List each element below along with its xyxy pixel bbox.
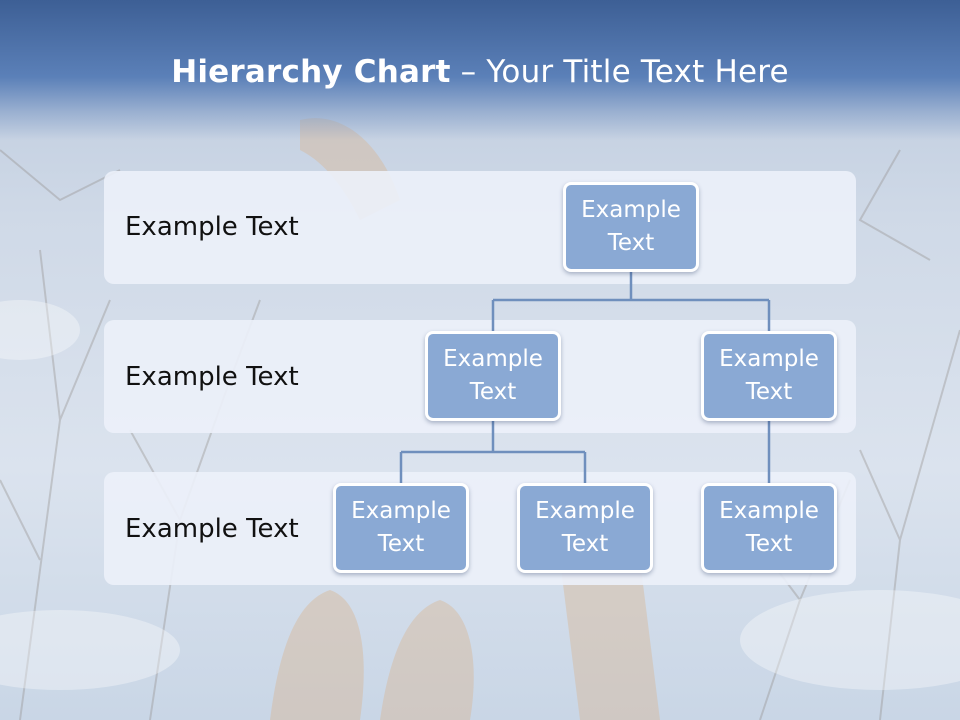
title-bold-part: Hierarchy Chart (171, 54, 451, 90)
node-level2-right[interactable]: Example Text (701, 331, 837, 421)
node-level3-left-text: Example Text (351, 498, 451, 557)
node-level2-left-text: Example Text (443, 346, 543, 405)
node-level3-middle-text: Example Text (535, 498, 635, 557)
slide-title: Hierarchy Chart – Your Title Text Here (0, 54, 960, 90)
node-level2-right-text: Example Text (719, 346, 819, 405)
level-band-1 (104, 171, 856, 284)
level-label-2: Example Text (125, 362, 299, 392)
node-level3-left[interactable]: Example Text (333, 483, 469, 573)
node-level2-left[interactable]: Example Text (425, 331, 561, 421)
connector-root-to-level2 (491, 272, 771, 331)
node-root-text: Example Text (581, 197, 681, 256)
level-label-3: Example Text (125, 514, 299, 544)
level-label-1: Example Text (125, 212, 299, 242)
header-band (0, 0, 960, 140)
node-level3-middle[interactable]: Example Text (517, 483, 653, 573)
connector-level2left-to-level3 (399, 420, 587, 483)
title-rest-part: – Your Title Text Here (450, 54, 789, 90)
node-level3-right[interactable]: Example Text (701, 483, 837, 573)
node-root[interactable]: Example Text (563, 182, 699, 272)
node-level3-right-text: Example Text (719, 498, 819, 557)
